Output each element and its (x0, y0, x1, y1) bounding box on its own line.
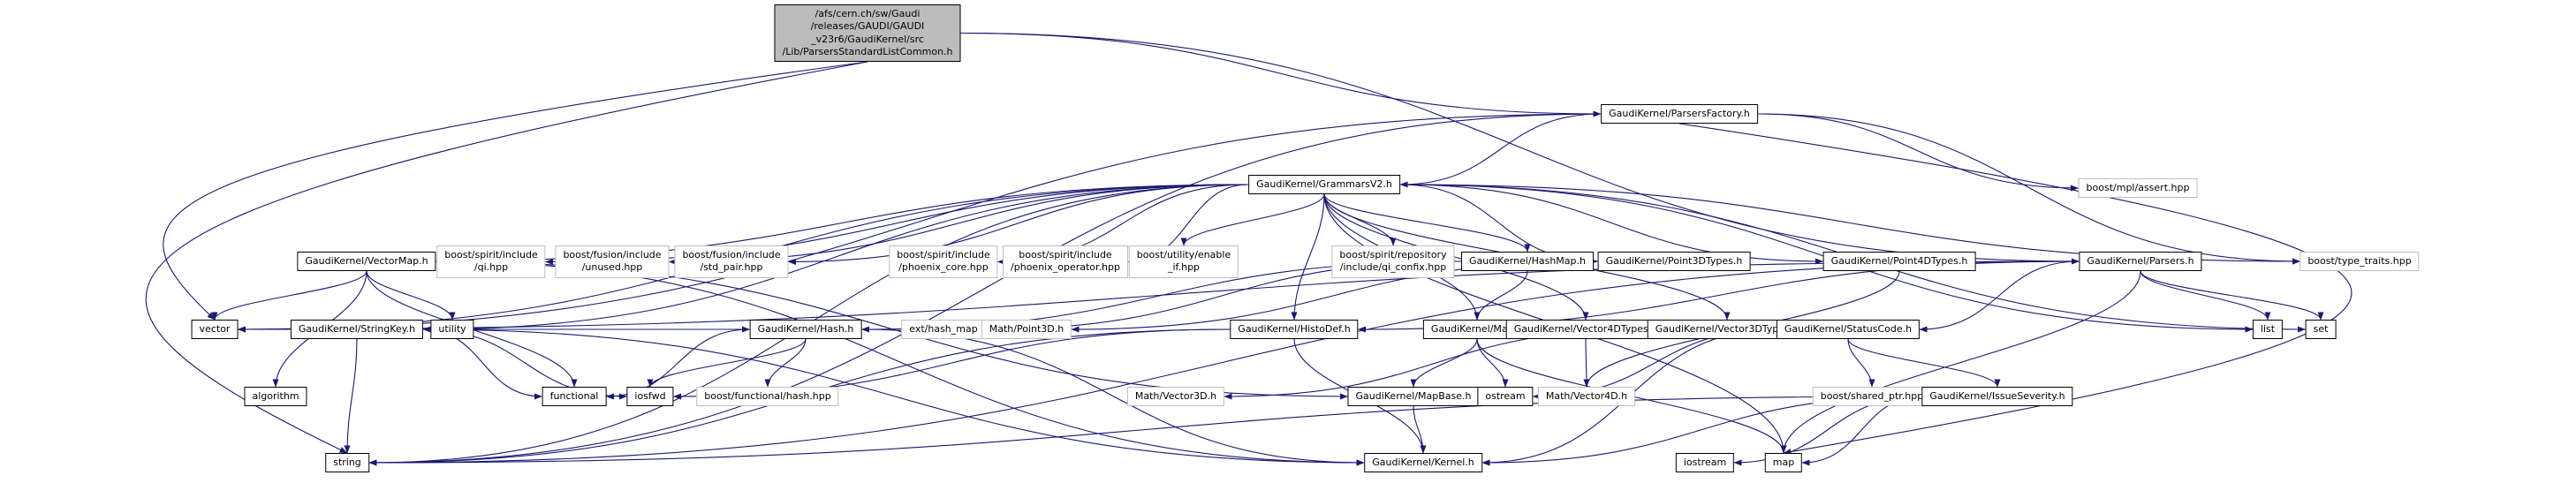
edge-parsers-statuscode (1919, 260, 2080, 333)
edge-hash-iosfwd (647, 338, 807, 388)
node-kernel[interactable]: GaudiKernel/Kernel.h (1364, 453, 1482, 473)
node-boosthash: boost/functional/hash.hpp (696, 387, 839, 407)
node-string: string (325, 453, 369, 473)
edge-root-parsers (960, 32, 2080, 265)
node-mplassert: boost/mpl/assert.hpp (2078, 178, 2198, 199)
node-mathpoint3d: Math/Point3D.h (981, 320, 1072, 340)
edge-parsers-string (368, 260, 2080, 466)
edge-grammarsv2-enableif (1180, 193, 1325, 246)
node-mapheader[interactable]: GaudiKernel/Map.h (1422, 320, 1532, 340)
edge-grammarsv2-vector4dtypes (1323, 193, 1589, 321)
node-ostream: ostream (1477, 387, 1534, 407)
node-point4dtypes[interactable]: GaudiKernel/Point4DTypes.h (1822, 252, 1976, 272)
edge-vectormap-vector (211, 270, 367, 321)
edge-root-string (145, 61, 868, 454)
edge-parsersfactory-map (1678, 123, 2352, 456)
edge-grammarsv2-histodef (1291, 193, 1325, 321)
node-parsers[interactable]: GaudiKernel/Parsers.h (2079, 252, 2202, 272)
node-iostream: iostream (1675, 453, 1735, 473)
node-qi: boost/spirit/include /qi.hpp (436, 245, 546, 278)
edge-grammarsv2-point4dtypes (1399, 184, 1823, 265)
node-sharedptr: boost/shared_ptr.hpp (1812, 387, 1932, 407)
edge-statuscode-sharedptr (1847, 338, 1875, 388)
node-list: list (2252, 320, 2284, 340)
node-vectormap[interactable]: GaudiKernel/VectorMap.h (297, 252, 436, 272)
node-mathvector3d: Math/Vector3D.h (1126, 387, 1225, 407)
node-hashmap[interactable]: GaudiKernel/HashMap.h (1461, 252, 1594, 272)
node-vector4dtypes[interactable]: GaudiKernel/Vector4DTypes.h (1505, 320, 1666, 340)
node-iosfwd: iosfwd (626, 387, 674, 407)
node-stdpair: boost/fusion/include /std_pair.hpp (674, 245, 789, 278)
edge-mapheader-mapbase (1410, 338, 1478, 388)
edge-parsersfactory-typetraits (1757, 113, 2300, 265)
node-issueseverity[interactable]: GaudiKernel/IssueSeverity.h (1921, 387, 2073, 407)
node-mathvector4d: Math/Vector4D.h (1537, 387, 1636, 407)
node-stringkey[interactable]: GaudiKernel/StringKey.h (290, 320, 424, 340)
edge-stringkey-string (344, 338, 358, 454)
node-vector3dtypes[interactable]: GaudiKernel/Vector3DTypes.h (1647, 320, 1807, 340)
edge-parsersfactory-string (368, 113, 1602, 466)
edge-parsersfactory-vector (238, 113, 1602, 333)
node-functional: functional (542, 387, 607, 407)
node-utility: utility (430, 320, 474, 340)
edge-root-parsersfactory (960, 32, 1602, 117)
node-exthashmap: ext/hash_map (901, 320, 986, 340)
edge-vectormap-utility (366, 270, 456, 321)
node-set: set (2305, 320, 2337, 340)
edge-parsersfactory-grammarsv2 (1399, 113, 1602, 188)
edge-parsersfactory-mplassert (1757, 113, 2079, 192)
edge-parsers-map (1780, 270, 2141, 454)
node-map: map (1764, 453, 1803, 473)
edge-mapbase-kernel (1413, 405, 1427, 454)
edge-mapheader-ostream (1476, 338, 1509, 388)
edge-hash-boosthash (764, 338, 807, 388)
edge-statuscode-issueseverity (1847, 338, 2001, 388)
node-grammarsv2[interactable]: GaudiKernel/GrammarsV2.h (1248, 175, 1400, 195)
node-phoenixop: boost/spirit/include /phoenix_operator.h… (1003, 245, 1128, 278)
node-qiconfix: boost/spirit/repository /include/qi_conf… (1331, 245, 1455, 278)
edge-parsers-list (2140, 270, 2271, 321)
node-hash[interactable]: GaudiKernel/Hash.h (749, 320, 862, 340)
edge-grammarsv2-stringkey (422, 184, 1249, 333)
node-statuscode[interactable]: GaudiKernel/StatusCode.h (1776, 320, 1921, 340)
node-histodef[interactable]: GaudiKernel/HistoDef.h (1230, 320, 1359, 340)
node-algorithm: algorithm (244, 387, 307, 407)
node-parsersfactory[interactable]: GaudiKernel/ParsersFactory.h (1601, 104, 1758, 125)
node-point3dtypes[interactable]: GaudiKernel/Point3DTypes.h (1597, 252, 1751, 272)
node-unused: boost/fusion/include /unused.hpp (555, 245, 670, 278)
node-mapbase[interactable]: GaudiKernel/MapBase.h (1347, 387, 1480, 407)
node-root: /afs/cern.ch/sw/Gaudi /releases/GAUDI/GA… (774, 4, 961, 63)
node-phoenixcore: boost/spirit/include /phoenix_core.hpp (889, 245, 998, 278)
node-vector: vector (191, 320, 239, 340)
edge-grammarsv2-hashmap (1323, 193, 1531, 253)
edge-hashmap-mapheader (1474, 270, 1528, 321)
node-typetraits: boost/type_traits.hpp (2299, 252, 2420, 272)
edge-vector4dtypes-mathvector4d (1583, 338, 1590, 388)
edge-stringkey-kernel (422, 328, 1365, 466)
node-enableif: boost/utility/enable _if.hpp (1128, 245, 1239, 278)
edge-parsers-set (2140, 270, 2324, 321)
edge-root-vector (163, 61, 868, 321)
